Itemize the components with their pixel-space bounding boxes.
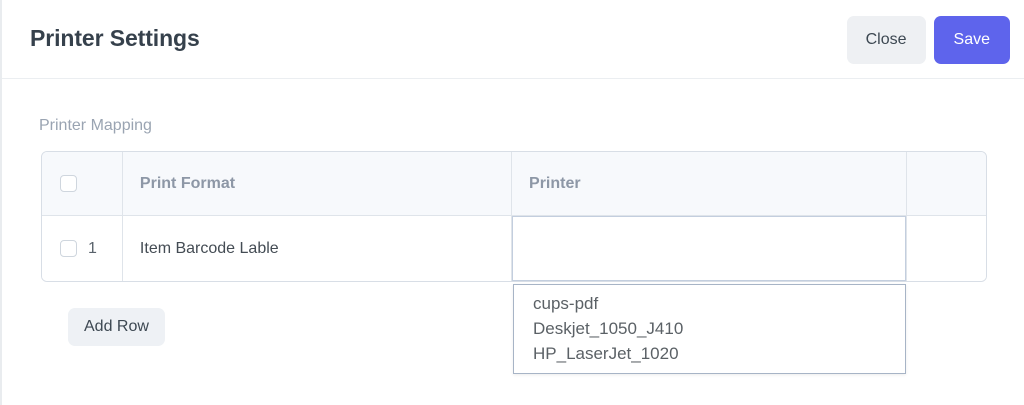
cell-extra	[907, 216, 986, 281]
grid-header-extra	[907, 152, 986, 216]
dropdown-option-deskjet[interactable]: Deskjet_1050_J410	[533, 319, 684, 339]
grid-header-row: Print Format Printer	[42, 152, 986, 216]
table-row[interactable]: 1 Item Barcode Lable	[42, 216, 986, 281]
dropdown-option-hp-laserjet[interactable]: HP_LaserJet_1020	[533, 344, 679, 364]
page-title: Printer Settings	[30, 25, 200, 51]
row-select-cell: 1	[42, 216, 123, 281]
grid-header-select	[42, 152, 123, 216]
printer-mapping-grid: Print Format Printer 1 Item Barcode Labl…	[41, 151, 987, 282]
cell-print-format[interactable]: Item Barcode Lable	[122, 216, 513, 281]
grid-table: Print Format Printer 1 Item Barcode Labl…	[41, 151, 987, 282]
grid-header-print-format[interactable]: Print Format	[122, 152, 513, 216]
grid-header-printer[interactable]: Printer	[512, 152, 908, 216]
grid-head: Print Format Printer	[42, 152, 986, 216]
add-row-button[interactable]: Add Row	[68, 308, 165, 346]
dialog-header: Printer Settings Close Save	[2, 0, 1024, 79]
header-actions: Close Save	[846, 16, 1010, 64]
grid-body: 1 Item Barcode Lable	[42, 216, 986, 281]
page-left-edge	[0, 0, 2, 405]
row-select-wrapper: 1	[42, 240, 122, 258]
printer-options-dropdown[interactable]: cups-pdf Deskjet_1050_J410 HP_LaserJet_1…	[513, 284, 906, 375]
row-checkbox[interactable]	[60, 240, 77, 257]
dialog-body: Printer Mapping Print Format Printer	[2, 80, 1024, 405]
close-button[interactable]: Close	[846, 16, 926, 64]
dropdown-option-cups-pdf[interactable]: cups-pdf	[533, 294, 599, 313]
save-button[interactable]: Save	[933, 16, 1010, 64]
section-label-printer-mapping: Printer Mapping	[39, 117, 152, 134]
select-all-checkbox[interactable]	[60, 175, 77, 192]
row-index: 1	[88, 239, 97, 257]
select-all-wrapper	[42, 175, 122, 192]
cell-printer[interactable]	[512, 216, 908, 281]
